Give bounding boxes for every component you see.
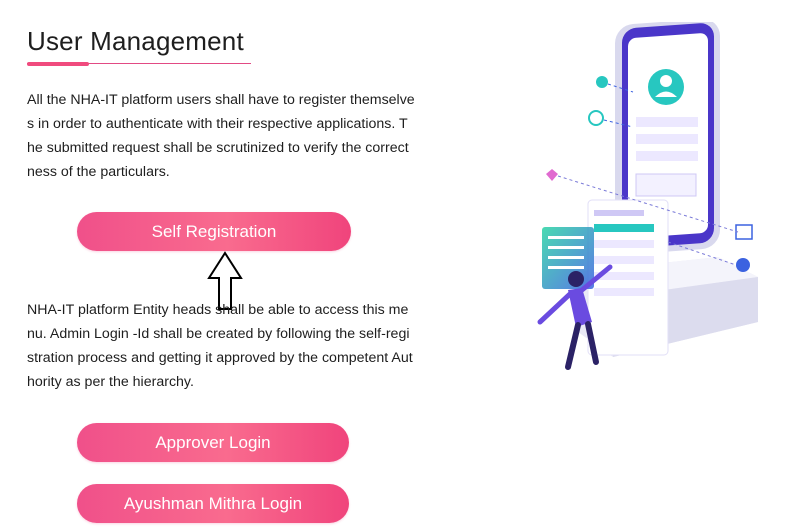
entity-heads-paragraph: NHA-IT platform Entity heads shall be ab…: [27, 302, 413, 390]
title-accent-bar: [27, 62, 89, 66]
mobile-registration-illustration: [537, 22, 758, 370]
self-registration-button[interactable]: Self Registration: [77, 212, 351, 251]
ayushman-mithra-login-button[interactable]: Ayushman Mithra Login: [77, 484, 349, 523]
intro-paragraph: All the NHA-IT platform users shall have…: [27, 92, 415, 180]
approver-login-button[interactable]: Approver Login: [77, 423, 349, 462]
page-title: User Management: [27, 26, 244, 56]
title-underline: [27, 63, 251, 64]
up-arrow-icon: [207, 251, 243, 310]
